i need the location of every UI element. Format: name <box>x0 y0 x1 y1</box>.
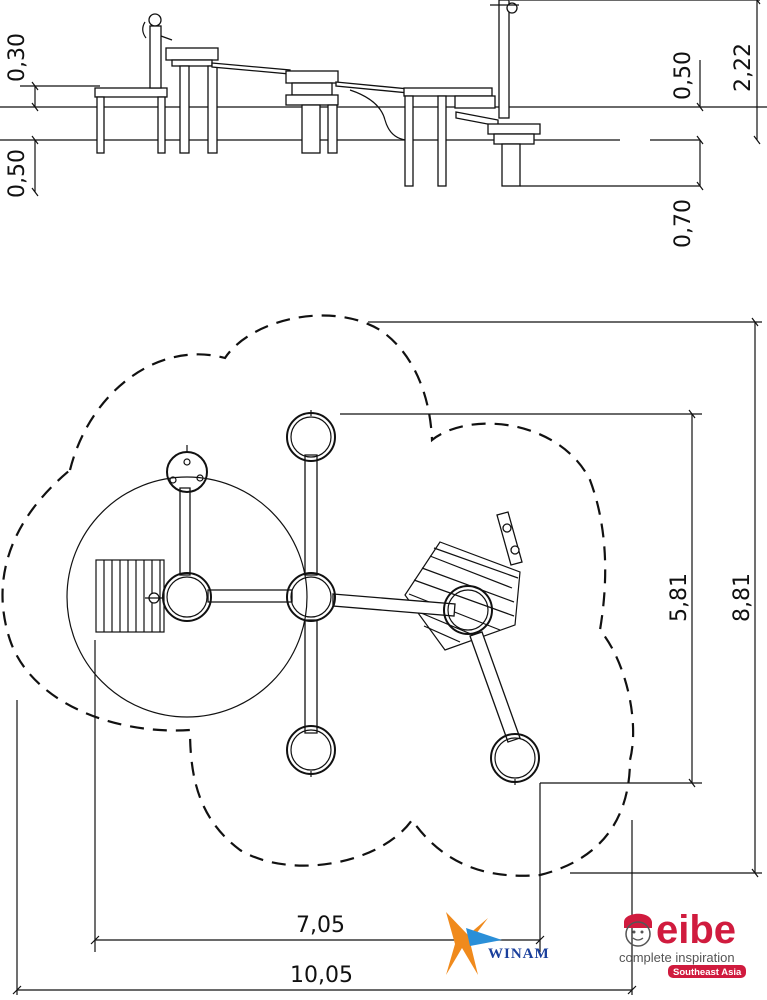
eibe-face-icon <box>624 913 652 947</box>
channel-pump <box>179 487 191 576</box>
side-slide-curve <box>349 89 407 141</box>
winam-logo-word: WINAM <box>488 946 550 962</box>
side-basin-center <box>285 70 339 154</box>
dim-plan-width-inner: 7,05 <box>296 913 345 938</box>
basins <box>162 410 540 785</box>
dim-plan-height-outer: 8,81 <box>730 573 755 622</box>
dim-side-right-total: 2,22 <box>731 43 756 92</box>
hatched-square-platform <box>95 559 165 633</box>
dim-plan-width-outer: 10,05 <box>290 963 353 988</box>
pump-disc <box>166 445 208 493</box>
side-chute-1 <box>211 62 291 75</box>
dim-side-right-b: 0,70 <box>671 199 696 248</box>
basin-right <box>443 585 493 635</box>
side-bench <box>94 87 168 154</box>
archimedes-screw <box>496 511 523 566</box>
eibe-badge: Southeast Asia <box>673 967 742 978</box>
channel-right <box>332 593 456 617</box>
side-basin-low <box>487 123 541 187</box>
hand-pump-symbol <box>145 592 163 604</box>
water-channels <box>179 454 521 743</box>
side-screw-column <box>455 0 519 127</box>
eibe-tagline: complete inspiration <box>619 950 735 965</box>
side-platform <box>403 87 496 187</box>
side-view: 0,30 0,50 0,50 0,70 2,22 <box>0 0 767 248</box>
eibe-logo: eibe complete inspiration Southeast Asia <box>619 908 746 978</box>
channel-bottom <box>304 619 318 734</box>
basin-lower-right <box>490 733 540 783</box>
plan-view: 5,81 8,81 7,05 10,05 <box>1 314 762 995</box>
side-basin-1 <box>165 47 219 154</box>
dim-side-left-upper: 0,30 <box>5 33 30 82</box>
channel-top <box>304 454 318 576</box>
basin-center <box>286 572 336 622</box>
basin-left <box>162 572 212 622</box>
winam-logo-mark-icon <box>446 912 488 975</box>
basin-top <box>286 412 336 462</box>
dim-side-right-a: 0,50 <box>671 51 696 100</box>
channel-lower-right <box>469 631 521 743</box>
platform-circle <box>66 476 308 718</box>
dim-side-left-lower: 0,50 <box>5 149 30 198</box>
eibe-logo-word: eibe <box>656 908 736 952</box>
side-water-pump <box>142 13 173 89</box>
dim-plan-height-inner: 5,81 <box>667 573 692 622</box>
safety-zone-outline <box>1 314 635 877</box>
winam-logo: WINAM <box>446 912 550 975</box>
channel-left <box>207 589 293 603</box>
